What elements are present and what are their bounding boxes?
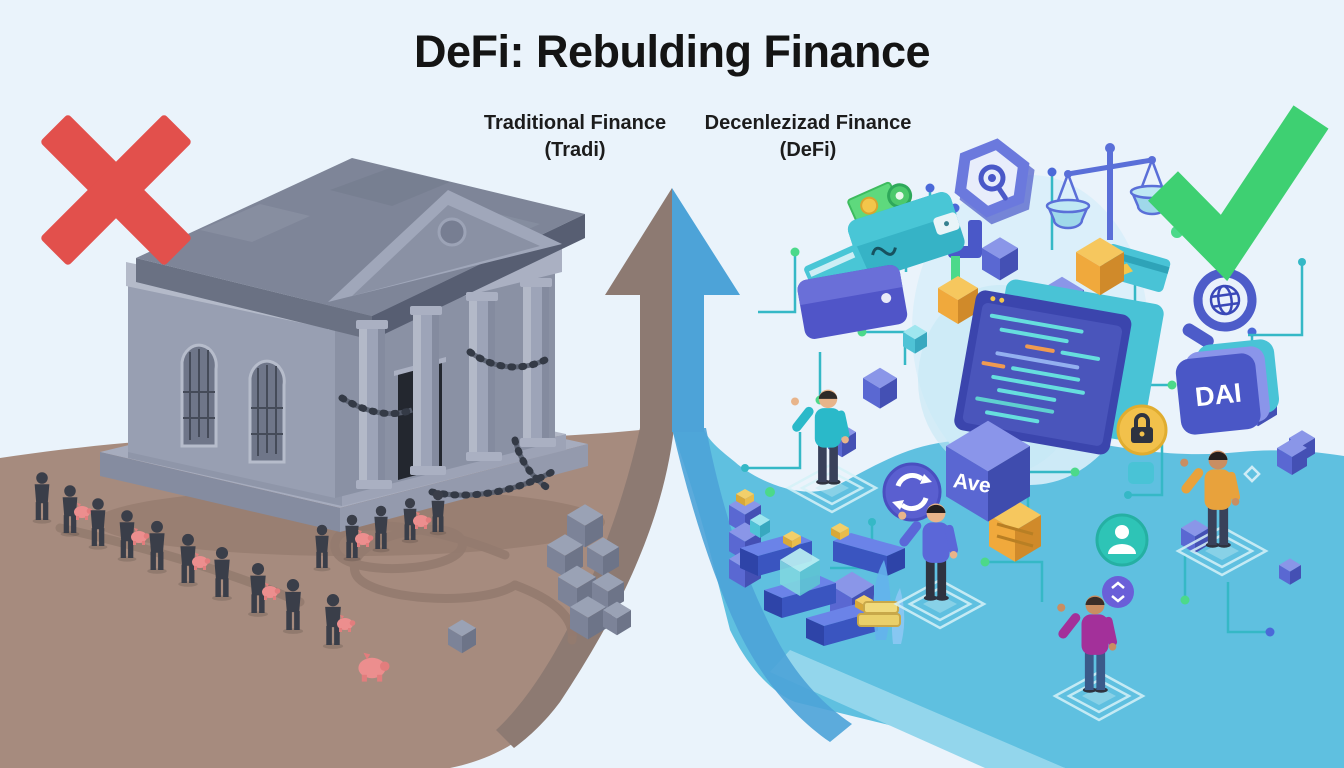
tradfi-label: Traditional Finance [483,112,667,134]
chain-icon [338,348,556,499]
bank-building [100,158,588,532]
page-title: DeFi: Rebulding Finance [413,26,931,77]
identity-badge-icon [1095,513,1149,567]
tradfi-column-label: Traditional Finance (Tradi) [425,110,725,164]
defi-ground [672,428,1344,768]
smart-contract-window [954,279,1164,455]
gold-crate [989,499,1041,562]
defi-label: Decenlezizad Finance [704,112,912,134]
split-arrow-icon [605,188,740,432]
governance-hexagon-icon [954,138,1035,225]
gold-bars [857,601,901,627]
defi-sublabel: (DeFi) [779,139,837,161]
tradfi-sublabel: (Tradi) [544,139,606,161]
check-icon [1148,105,1329,282]
exchange-badge-icon [882,462,942,522]
bank-window [248,359,286,464]
bank-window [180,343,218,448]
dai-label: DAI [1194,378,1243,413]
wallet-icon [797,245,908,339]
dai-badge: DAI [1175,339,1280,435]
bank-columns [356,278,556,489]
mini-badge-icon [1102,576,1134,608]
aave-badge: Ave [946,420,1030,522]
wallet-icon [847,181,965,280]
lock-badge-icon [1116,404,1168,484]
cross-icon [41,115,191,265]
defi-column-label: Decenlezizad Finance (DeFi) [658,110,958,164]
